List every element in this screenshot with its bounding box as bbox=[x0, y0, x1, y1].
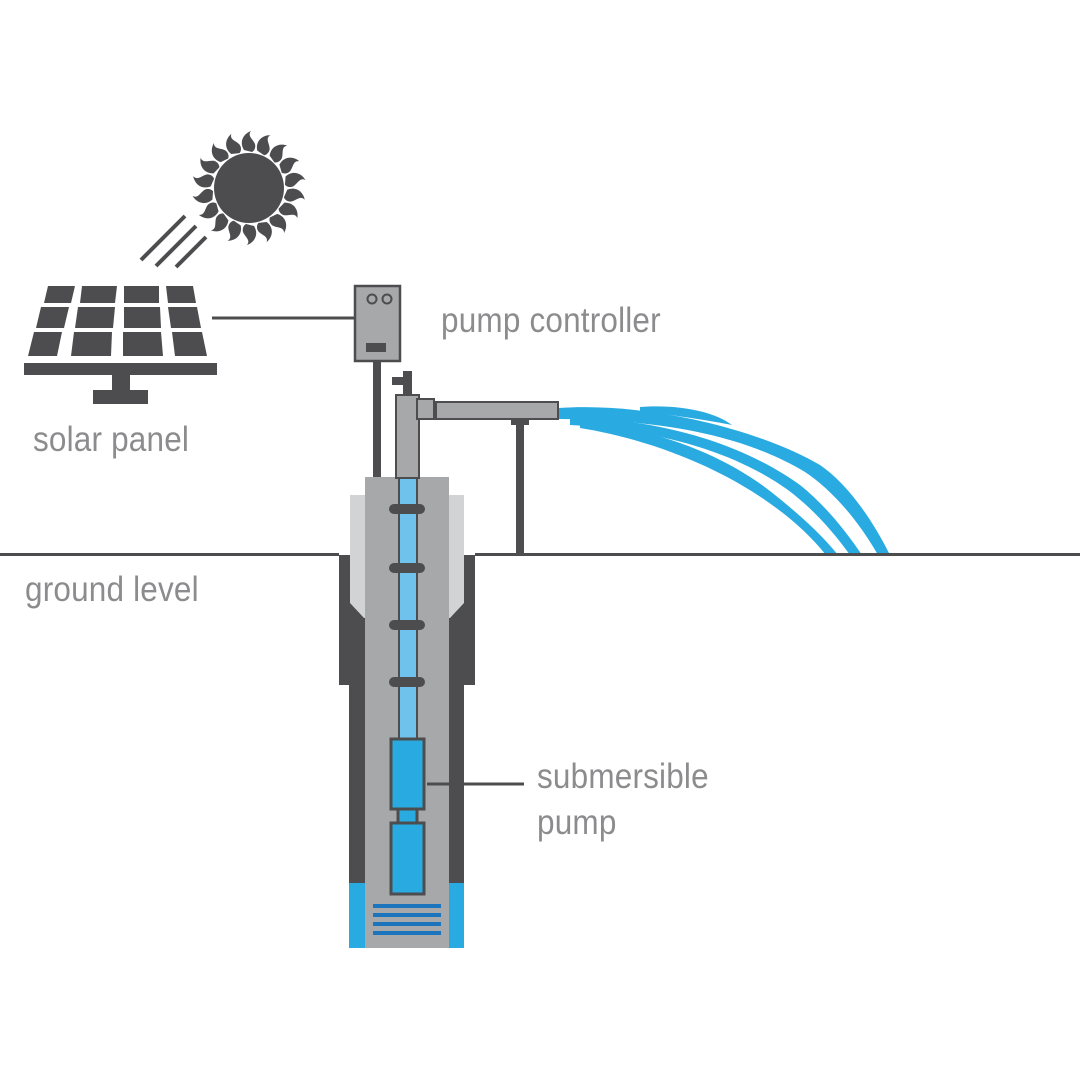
sun-ray bbox=[242, 224, 257, 245]
ground-line bbox=[0, 553, 1080, 556]
ground-level-label: ground level bbox=[25, 570, 199, 609]
discharge-pipe bbox=[435, 401, 559, 555]
pump-controller-label: pump controller bbox=[441, 301, 661, 340]
submersible-pump-label: submersible pump bbox=[537, 754, 709, 846]
submersible-pump-label-line1: submersible bbox=[537, 757, 709, 796]
sun-ray bbox=[227, 220, 242, 241]
sun-ray bbox=[269, 213, 287, 233]
riser-pipe bbox=[389, 476, 425, 740]
sun-icon bbox=[192, 131, 306, 245]
sun-ray bbox=[241, 131, 256, 152]
sun-ray bbox=[279, 157, 300, 174]
sun-ray bbox=[269, 144, 288, 163]
sun-ray bbox=[257, 221, 272, 243]
submersible-pump-icon bbox=[373, 737, 441, 935]
sun-ray bbox=[283, 188, 305, 202]
sun-ray bbox=[256, 135, 271, 156]
sun-ray bbox=[226, 133, 241, 155]
controller-cable bbox=[373, 361, 381, 479]
submersible-pump-label-line2: pump bbox=[537, 803, 617, 842]
controller-box-icon bbox=[353, 284, 402, 363]
sun-ray bbox=[192, 189, 214, 204]
sun-ray bbox=[198, 202, 219, 219]
sun-ray bbox=[211, 143, 229, 163]
sun-ray bbox=[210, 213, 229, 232]
sun-ray bbox=[284, 172, 306, 187]
water-spray bbox=[559, 406, 890, 555]
solar-panel-icon bbox=[24, 286, 217, 404]
sun-ray bbox=[278, 202, 298, 219]
sun-ray bbox=[193, 174, 215, 188]
solar-panel-label: solar panel bbox=[33, 420, 190, 459]
well-head bbox=[392, 371, 435, 479]
sun-ray bbox=[200, 157, 220, 174]
sunlight-beams bbox=[139, 214, 208, 269]
